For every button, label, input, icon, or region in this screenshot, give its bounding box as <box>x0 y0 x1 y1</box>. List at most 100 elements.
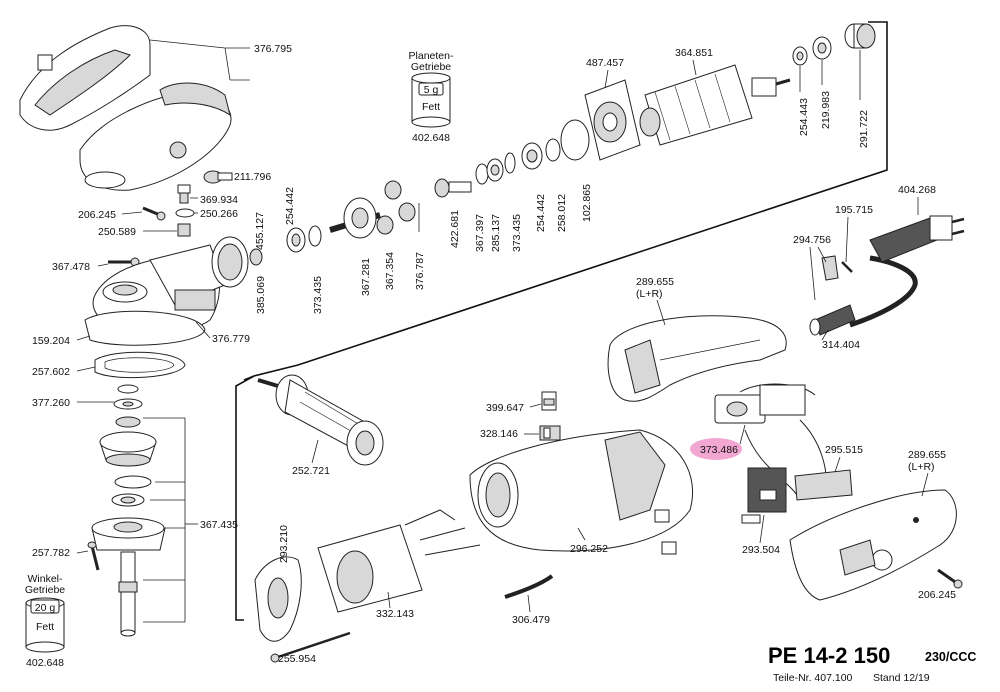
label-291722: 291.722 <box>858 110 870 148</box>
label-487457: 487.457 <box>586 57 624 69</box>
label-195715: 195.715 <box>835 204 873 216</box>
label-257602: 257.602 <box>32 366 70 378</box>
switch-293504 <box>741 467 787 524</box>
flange-159204 <box>84 310 206 346</box>
screw-206245-b <box>937 568 963 589</box>
circlip-373435-b <box>504 152 516 174</box>
grease-top-part: 402.648 <box>412 132 450 144</box>
assembly-frame <box>235 21 888 621</box>
screw-369934 <box>177 184 191 204</box>
screw-255954 <box>270 631 351 663</box>
grease-top-amount: 5 g <box>424 84 439 96</box>
grease-container-bottom <box>25 597 65 653</box>
brush-holder-328146 <box>539 425 561 441</box>
electronics-295515 <box>794 469 853 501</box>
grease-bottom-label-2: Getriebe <box>25 584 65 596</box>
label-376787: 376.787 <box>414 252 426 290</box>
label-219983: 219.983 <box>820 91 832 129</box>
label-293210: 293.210 <box>278 525 290 563</box>
circlip-373435-a <box>308 225 322 247</box>
shaft-367281 <box>329 197 381 239</box>
label-293504: 293.504 <box>742 544 780 556</box>
footer-stand: Stand 12/19 <box>873 672 930 684</box>
handle-shell-289655-lower <box>789 489 957 601</box>
label-254442-b: 254.442 <box>535 194 547 232</box>
label-289655-b: 289.655 <box>908 449 946 461</box>
label-367435: 367.435 <box>200 519 238 531</box>
label-255954: 255.954 <box>278 653 316 665</box>
grease-bottom-name: Fett <box>36 621 54 633</box>
label-211796: 211.796 <box>234 171 271 183</box>
label-294756: 294.756 <box>793 234 831 246</box>
sleeve-291722 <box>844 23 876 49</box>
highlight-373486 <box>690 438 742 460</box>
label-376779: 376.779 <box>212 333 250 345</box>
spindle <box>118 551 138 637</box>
label-377260: 377.260 <box>32 397 70 409</box>
label-258012: 258.012 <box>556 194 568 232</box>
screw-211796 <box>203 170 233 184</box>
label-332143: 332.143 <box>376 608 414 620</box>
label-455127: 455.127 <box>254 212 266 250</box>
handle-shell-289655-upper <box>607 315 787 402</box>
motor-housing-296252 <box>469 429 694 555</box>
gear-housing-cover <box>19 25 250 191</box>
spindle-flange <box>91 517 166 551</box>
screw-195715 <box>841 261 853 273</box>
label-250589: 250.589 <box>98 226 136 238</box>
label-367354: 367.354 <box>384 252 396 290</box>
flange-487457 <box>584 79 641 161</box>
label-254442-a: 254.442 <box>284 187 296 225</box>
label-257782: 257.782 <box>32 547 70 559</box>
label-159204: 159.204 <box>32 335 70 347</box>
washer-258012 <box>545 138 561 162</box>
bearing-254443 <box>792 46 808 66</box>
stator-332143 <box>317 509 481 613</box>
switch-module-373486 <box>714 383 827 501</box>
label-422681: 422.681 <box>449 210 461 248</box>
bearing-219983 <box>812 36 832 60</box>
label-367397: 367.397 <box>474 214 486 252</box>
label-250266: 250.266 <box>200 208 238 220</box>
bearing-285137 <box>486 158 504 182</box>
power-cord-404268 <box>849 215 965 328</box>
grease-top-label-1: Planeten- <box>409 50 454 62</box>
label-373435-a: 373.435 <box>312 276 324 314</box>
label-404268: 404.268 <box>898 184 936 196</box>
label-285137: 285.137 <box>490 214 502 252</box>
grease-bottom-label-1: Winkel- <box>27 573 63 585</box>
screw-206245-a <box>142 206 166 221</box>
label-399647: 399.647 <box>486 402 524 414</box>
grease-top-label-2: Getriebe <box>411 61 451 73</box>
bearing-254442-b <box>521 142 543 170</box>
label-369934: 369.934 <box>200 194 238 206</box>
circlip <box>114 475 152 489</box>
oring-102865 <box>560 119 590 161</box>
bevel-gear <box>99 416 157 467</box>
washer-250266 <box>175 208 195 218</box>
diagram-title: PE 14-2 150 <box>768 643 890 668</box>
label-367281: 367.281 <box>360 258 372 296</box>
pinion-422681 <box>434 178 472 198</box>
grease-container-top <box>411 72 451 128</box>
label-385069: 385.069 <box>255 276 267 314</box>
washer-377260-b <box>113 398 143 410</box>
brush-399647 <box>541 391 557 411</box>
nut-385069 <box>249 248 263 266</box>
grease-bottom-part: 402.648 <box>26 657 64 669</box>
label-296252: 296.252 <box>570 543 608 555</box>
planet-gears-367354 <box>376 180 416 235</box>
label-206245-a: 206.245 <box>78 209 116 221</box>
gasket-257602 <box>94 351 186 379</box>
label-102865: 102.865 <box>581 184 593 222</box>
washer-367397 <box>475 163 489 185</box>
grease-bottom-amount: 20 g <box>35 602 56 614</box>
washer-377260-a <box>117 384 139 394</box>
label-376795: 376.795 <box>254 43 292 55</box>
label-289655-b-sub: (L+R) <box>908 461 935 473</box>
bearing-254442-a <box>286 227 306 253</box>
label-373486[interactable]: 373.486 <box>700 444 738 456</box>
label-289655-a: 289.655 <box>636 276 674 288</box>
side-handle-252721 <box>257 374 384 466</box>
